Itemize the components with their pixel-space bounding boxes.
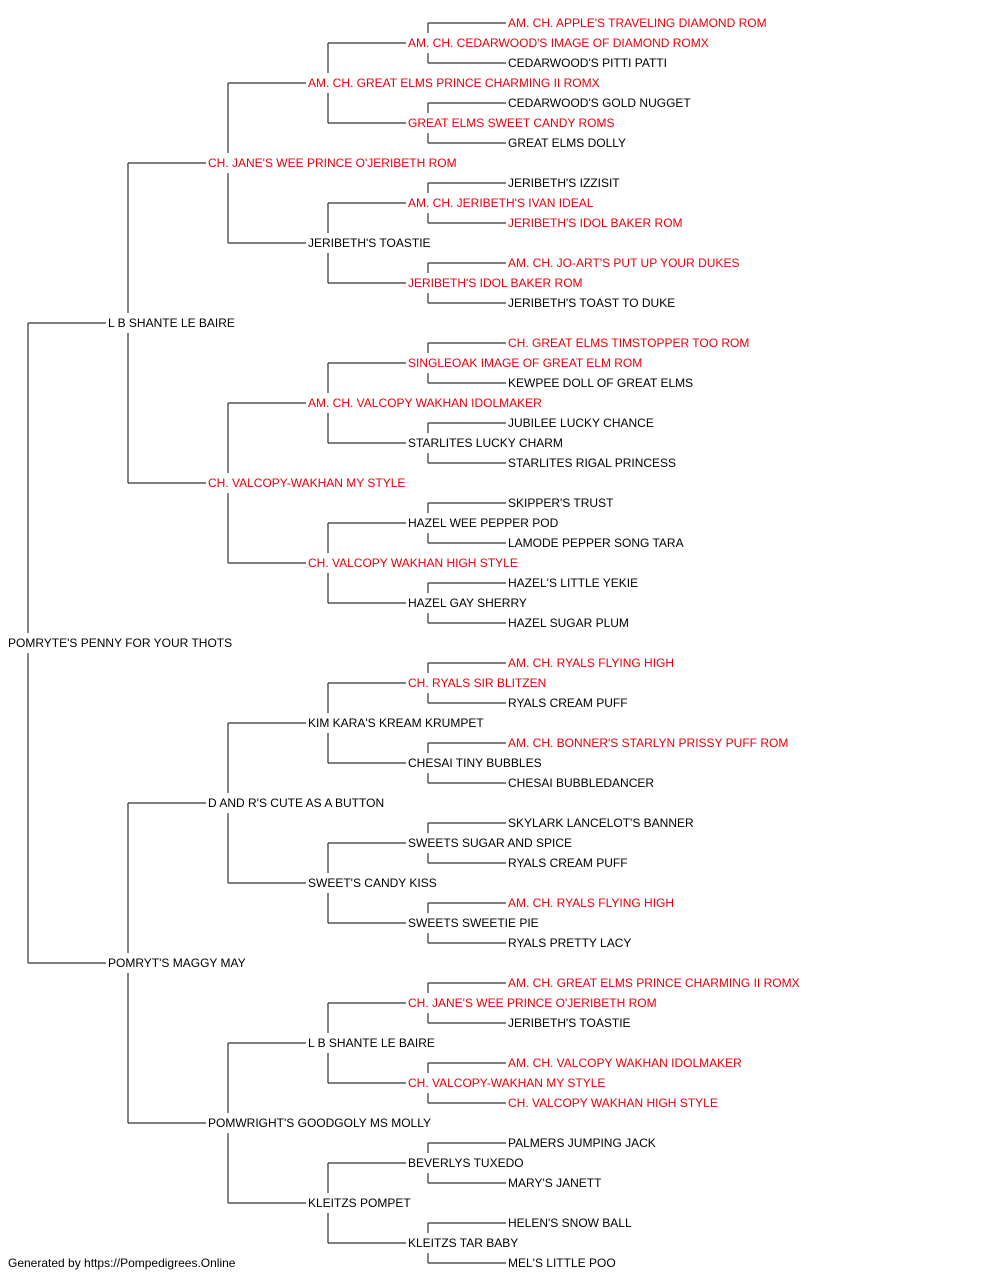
- ancestor-gen5-31: MEL'S LITTLE POO: [508, 1256, 616, 1270]
- footer-credit: Generated by https://Pompedigrees.Online: [8, 1256, 236, 1270]
- ancestor-gen5-29: MARY'S JANETT: [508, 1176, 602, 1190]
- ancestor-gen5-17: RYALS CREAM PUFF: [508, 696, 628, 710]
- ancestor-gen4-2: AM. CH. JERIBETH'S IVAN IDEAL: [408, 196, 594, 210]
- ancestor-gen5-18: AM. CH. BONNER'S STARLYN PRISSY PUFF ROM: [508, 736, 788, 750]
- ancestor-gen4-3: JERIBETH'S IDOL BAKER ROM: [408, 276, 583, 290]
- ancestor-gen5-2: CEDARWOOD'S GOLD NUGGET: [508, 96, 691, 110]
- ancestor-gen2-1: CH. VALCOPY-WAKHAN MY STYLE: [208, 476, 405, 490]
- ancestor-gen3-5: SWEET'S CANDY KISS: [308, 876, 437, 890]
- ancestor-gen5-27: CH. VALCOPY WAKHAN HIGH STYLE: [508, 1096, 718, 1110]
- ancestor-gen5-16: AM. CH. RYALS FLYING HIGH: [508, 656, 674, 670]
- ancestor-gen3-3: CH. VALCOPY WAKHAN HIGH STYLE: [308, 556, 518, 570]
- ancestor-gen3-1: JERIBETH'S TOASTIE: [308, 236, 431, 250]
- ancestor-gen5-3: GREAT ELMS DOLLY: [508, 136, 626, 150]
- ancestor-gen4-13: CH. VALCOPY-WAKHAN MY STYLE: [408, 1076, 605, 1090]
- ancestor-gen5-24: AM. CH. GREAT ELMS PRINCE CHARMING II RO…: [508, 976, 800, 990]
- ancestor-gen4-12: CH. JANE'S WEE PRINCE O'JERIBETH ROM: [408, 996, 657, 1010]
- ancestor-gen5-0: AM. CH. APPLE'S TRAVELING DIAMOND ROM: [508, 16, 767, 30]
- ancestor-gen5-21: RYALS CREAM PUFF: [508, 856, 628, 870]
- ancestor-gen4-11: SWEETS SWEETIE PIE: [408, 916, 539, 930]
- ancestor-gen5-13: LAMODE PEPPER SONG TARA: [508, 536, 684, 550]
- ancestor-gen4-15: KLEITZS TAR BABY: [408, 1236, 518, 1250]
- parent-1: POMRYT'S MAGGY MAY: [108, 956, 246, 970]
- subject-name: POMRYTE'S PENNY FOR YOUR THOTS: [8, 636, 232, 650]
- ancestor-gen4-7: HAZEL GAY SHERRY: [408, 596, 527, 610]
- ancestor-gen5-23: RYALS PRETTY LACY: [508, 936, 631, 950]
- ancestor-gen4-8: CH. RYALS SIR BLITZEN: [408, 676, 546, 690]
- ancestor-gen5-5: JERIBETH'S IDOL BAKER ROM: [508, 216, 683, 230]
- ancestor-gen5-22: AM. CH. RYALS FLYING HIGH: [508, 896, 674, 910]
- ancestor-gen5-19: CHESAI BUBBLEDANCER: [508, 776, 654, 790]
- ancestor-gen5-28: PALMERS JUMPING JACK: [508, 1136, 656, 1150]
- ancestor-gen4-5: STARLITES LUCKY CHARM: [408, 436, 563, 450]
- ancestor-gen3-0: AM. CH. GREAT ELMS PRINCE CHARMING II RO…: [308, 76, 600, 90]
- ancestor-gen5-10: JUBILEE LUCKY CHANCE: [508, 416, 654, 430]
- ancestor-gen2-0: CH. JANE'S WEE PRINCE O'JERIBETH ROM: [208, 156, 457, 170]
- ancestor-gen5-1: CEDARWOOD'S PITTI PATTI: [508, 56, 667, 70]
- ancestor-gen5-14: HAZEL'S LITTLE YEKIE: [508, 576, 638, 590]
- ancestor-gen2-2: D AND R'S CUTE AS A BUTTON: [208, 796, 384, 810]
- parent-0: L B SHANTE LE BAIRE: [108, 316, 235, 330]
- ancestor-gen4-0: AM. CH. CEDARWOOD'S IMAGE OF DIAMOND ROM…: [408, 36, 709, 50]
- ancestor-gen4-4: SINGLEOAK IMAGE OF GREAT ELM ROM: [408, 356, 642, 370]
- ancestor-gen3-2: AM. CH. VALCOPY WAKHAN IDOLMAKER: [308, 396, 542, 410]
- ancestor-gen5-20: SKYLARK LANCELOT'S BANNER: [508, 816, 694, 830]
- ancestor-gen5-8: CH. GREAT ELMS TIMSTOPPER TOO ROM: [508, 336, 749, 350]
- ancestor-gen3-4: KIM KARA'S KREAM KRUMPET: [308, 716, 484, 730]
- ancestor-gen5-12: SKIPPER'S TRUST: [508, 496, 614, 510]
- ancestor-gen5-7: JERIBETH'S TOAST TO DUKE: [508, 296, 675, 310]
- ancestor-gen5-30: HELEN'S SNOW BALL: [508, 1216, 632, 1230]
- ancestor-gen4-9: CHESAI TINY BUBBLES: [408, 756, 542, 770]
- ancestor-gen4-1: GREAT ELMS SWEET CANDY ROMS: [408, 116, 614, 130]
- ancestor-gen5-26: AM. CH. VALCOPY WAKHAN IDOLMAKER: [508, 1056, 742, 1070]
- ancestor-gen4-6: HAZEL WEE PEPPER POD: [408, 516, 559, 530]
- ancestor-gen5-6: AM. CH. JO-ART'S PUT UP YOUR DUKES: [508, 256, 739, 270]
- ancestor-gen4-10: SWEETS SUGAR AND SPICE: [408, 836, 572, 850]
- ancestor-gen3-7: KLEITZS POMPET: [308, 1196, 411, 1210]
- ancestor-gen5-11: STARLITES RIGAL PRINCESS: [508, 456, 676, 470]
- ancestor-gen5-9: KEWPEE DOLL OF GREAT ELMS: [508, 376, 693, 390]
- ancestor-gen5-4: JERIBETH'S IZZISIT: [508, 176, 620, 190]
- ancestor-gen5-25: JERIBETH'S TOASTIE: [508, 1016, 631, 1030]
- ancestor-gen2-3: POMWRIGHT'S GOODGOLY MS MOLLY: [208, 1116, 431, 1130]
- ancestor-gen4-14: BEVERLYS TUXEDO: [408, 1156, 524, 1170]
- ancestor-gen5-15: HAZEL SUGAR PLUM: [508, 616, 629, 630]
- ancestor-gen3-6: L B SHANTE LE BAIRE: [308, 1036, 435, 1050]
